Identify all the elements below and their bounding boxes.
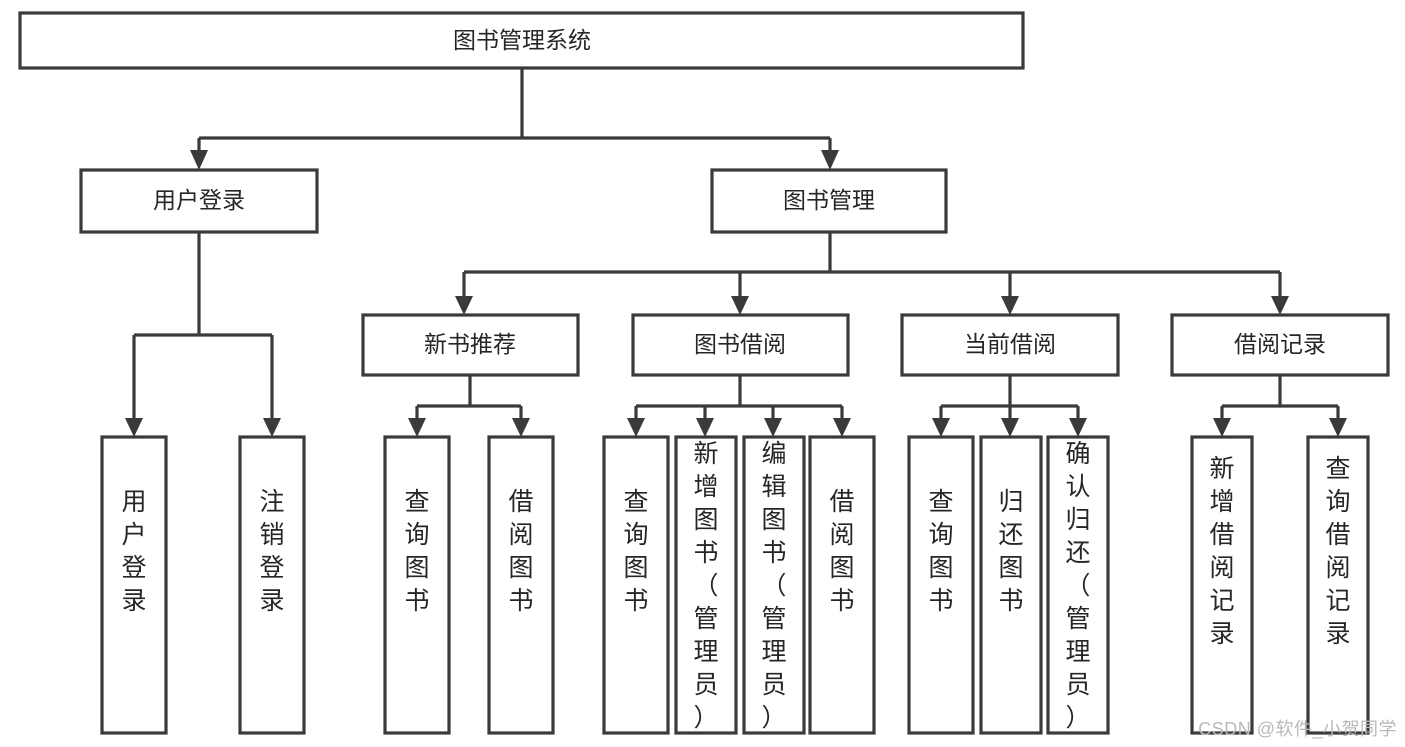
- node-current-borrow-box[interactable]: [900, 313, 1120, 377]
- node-leaf-confirm-return-label: 确认归还（管理员）: [1065, 440, 1090, 732]
- node-book-management-box[interactable]: [710, 168, 948, 234]
- node-leaf-add-record[interactable]: 新增借阅记录: [1190, 435, 1254, 735]
- arrow-head-borrow-record: [1271, 296, 1289, 315]
- node-book-borrow-label: 图书借阅: [694, 331, 786, 357]
- node-leaf-query-book-3-box[interactable]: [907, 435, 975, 735]
- arrow-head-leaf-add-record: [1213, 418, 1231, 437]
- node-leaf-query-book-3-label: 查询图书: [928, 488, 953, 615]
- node-leaf-logout-box[interactable]: [238, 435, 306, 735]
- node-root-label: 图书管理系统: [453, 27, 591, 53]
- node-root-box[interactable]: [18, 11, 1025, 70]
- arrow-head-leaf-query-record: [1329, 418, 1347, 437]
- node-leaf-logout[interactable]: 注销登录: [238, 435, 306, 735]
- arrow-head-book-management: [821, 150, 839, 170]
- node-leaf-query-book-1-label: 查询图书: [404, 488, 429, 615]
- node-user-login-label: 用户登录: [153, 187, 245, 213]
- arrow-head-leaf-add-book: [696, 418, 714, 437]
- connector-group-root-to-level2: [190, 68, 839, 170]
- arrow-head-current-borrow: [1001, 296, 1019, 315]
- node-leaf-edit-book-box[interactable]: [742, 435, 806, 735]
- node-leaf-query-book-2[interactable]: 查询图书: [602, 435, 670, 735]
- node-leaf-add-record-label: 新增借阅记录: [1209, 455, 1234, 648]
- node-book-management-label: 图书管理: [783, 187, 875, 213]
- node-leaf-borrow-book-1[interactable]: 借阅图书: [487, 435, 555, 735]
- node-leaf-query-book-3[interactable]: 查询图书: [907, 435, 975, 735]
- node-current-borrow[interactable]: 当前借阅: [900, 313, 1120, 377]
- node-leaf-user-login[interactable]: 用户登录: [100, 435, 168, 735]
- node-leaf-borrow-book-2-box[interactable]: [808, 435, 876, 735]
- connector-group-currentborrow-to-leaves: [932, 375, 1087, 437]
- arrow-head-leaf-edit-book: [764, 418, 782, 437]
- node-current-borrow-label: 当前借阅: [964, 331, 1056, 357]
- arrow-head-book-borrow: [731, 296, 749, 315]
- connector-group-newbook-to-leaves: [408, 375, 530, 437]
- node-book-borrow-box[interactable]: [631, 313, 850, 377]
- connector-group-borrowrecord-to-leaves: [1213, 375, 1347, 437]
- node-leaf-borrow-book-2-label: 借阅图书: [829, 488, 854, 615]
- node-leaf-logout-label: 注销登录: [259, 488, 284, 615]
- arrow-head-leaf-logout: [263, 418, 281, 437]
- connector-group-bookborrow-to-leaves: [627, 375, 851, 437]
- node-leaf-user-login-label: 用户登录: [121, 488, 146, 615]
- node-borrow-record-box[interactable]: [1170, 313, 1390, 377]
- node-leaf-confirm-return-box[interactable]: [1046, 435, 1110, 735]
- node-leaf-query-book-2-box[interactable]: [602, 435, 670, 735]
- node-leaf-borrow-book-2[interactable]: 借阅图书: [808, 435, 876, 735]
- arrow-head-leaf-borrow-book-1: [512, 418, 530, 437]
- node-book-management[interactable]: 图书管理: [710, 168, 948, 234]
- node-leaf-confirm-return[interactable]: 确认归还（管理员）: [1046, 435, 1110, 735]
- connector-group-bookmanagement-to-level3: [455, 232, 1289, 315]
- node-leaf-query-record-box[interactable]: [1306, 435, 1370, 735]
- arrow-head-leaf-query-book-2: [627, 418, 645, 437]
- arrow-head-leaf-user-login: [125, 418, 143, 437]
- node-borrow-record[interactable]: 借阅记录: [1170, 313, 1390, 377]
- arrow-head-leaf-query-book-3: [932, 418, 950, 437]
- node-leaf-user-login-box[interactable]: [100, 435, 168, 735]
- node-leaf-query-book-2-label: 查询图书: [623, 488, 648, 615]
- node-new-book-recommend-box[interactable]: [361, 313, 580, 377]
- node-leaf-edit-book[interactable]: 编辑图书（管理员）: [742, 435, 806, 735]
- node-leaf-add-book-box[interactable]: [674, 435, 738, 735]
- node-leaf-add-record-box[interactable]: [1190, 435, 1254, 735]
- node-borrow-record-label: 借阅记录: [1234, 331, 1326, 357]
- node-leaf-return-book-label: 归还图书: [998, 488, 1023, 615]
- node-leaf-borrow-book-1-box[interactable]: [487, 435, 555, 735]
- node-new-book-recommend[interactable]: 新书推荐: [361, 313, 580, 377]
- node-leaf-return-book-box[interactable]: [979, 435, 1043, 735]
- arrow-head-leaf-borrow-book-2: [833, 418, 851, 437]
- arrow-head-leaf-query-book-1: [408, 418, 426, 437]
- connector-group-userlogin-to-leaves: [125, 232, 281, 437]
- node-root-system[interactable]: 图书管理系统: [18, 11, 1025, 70]
- node-leaf-query-record[interactable]: 查询借阅记录: [1306, 435, 1370, 735]
- arrow-head-user-login: [190, 150, 208, 170]
- node-user-login-box[interactable]: [79, 168, 319, 234]
- node-leaf-borrow-book-1-label: 借阅图书: [508, 488, 533, 615]
- node-leaf-return-book[interactable]: 归还图书: [979, 435, 1043, 735]
- node-leaf-add-book-label: 新增图书（管理员）: [693, 440, 718, 732]
- node-leaf-edit-book-label: 编辑图书（管理员）: [761, 440, 786, 732]
- node-book-borrow[interactable]: 图书借阅: [631, 313, 850, 377]
- node-leaf-add-book[interactable]: 新增图书（管理员）: [674, 435, 738, 735]
- arrow-head-leaf-return-book: [1001, 418, 1019, 437]
- node-new-book-recommend-label: 新书推荐: [424, 331, 516, 357]
- arrow-head-leaf-confirm-return: [1069, 418, 1087, 437]
- node-leaf-query-record-label: 查询借阅记录: [1325, 455, 1350, 648]
- node-leaf-query-book-1-box[interactable]: [383, 435, 451, 735]
- arrow-head-new-book-recommend: [455, 296, 473, 315]
- node-leaf-query-book-1[interactable]: 查询图书: [383, 435, 451, 735]
- node-user-login[interactable]: 用户登录: [79, 168, 319, 234]
